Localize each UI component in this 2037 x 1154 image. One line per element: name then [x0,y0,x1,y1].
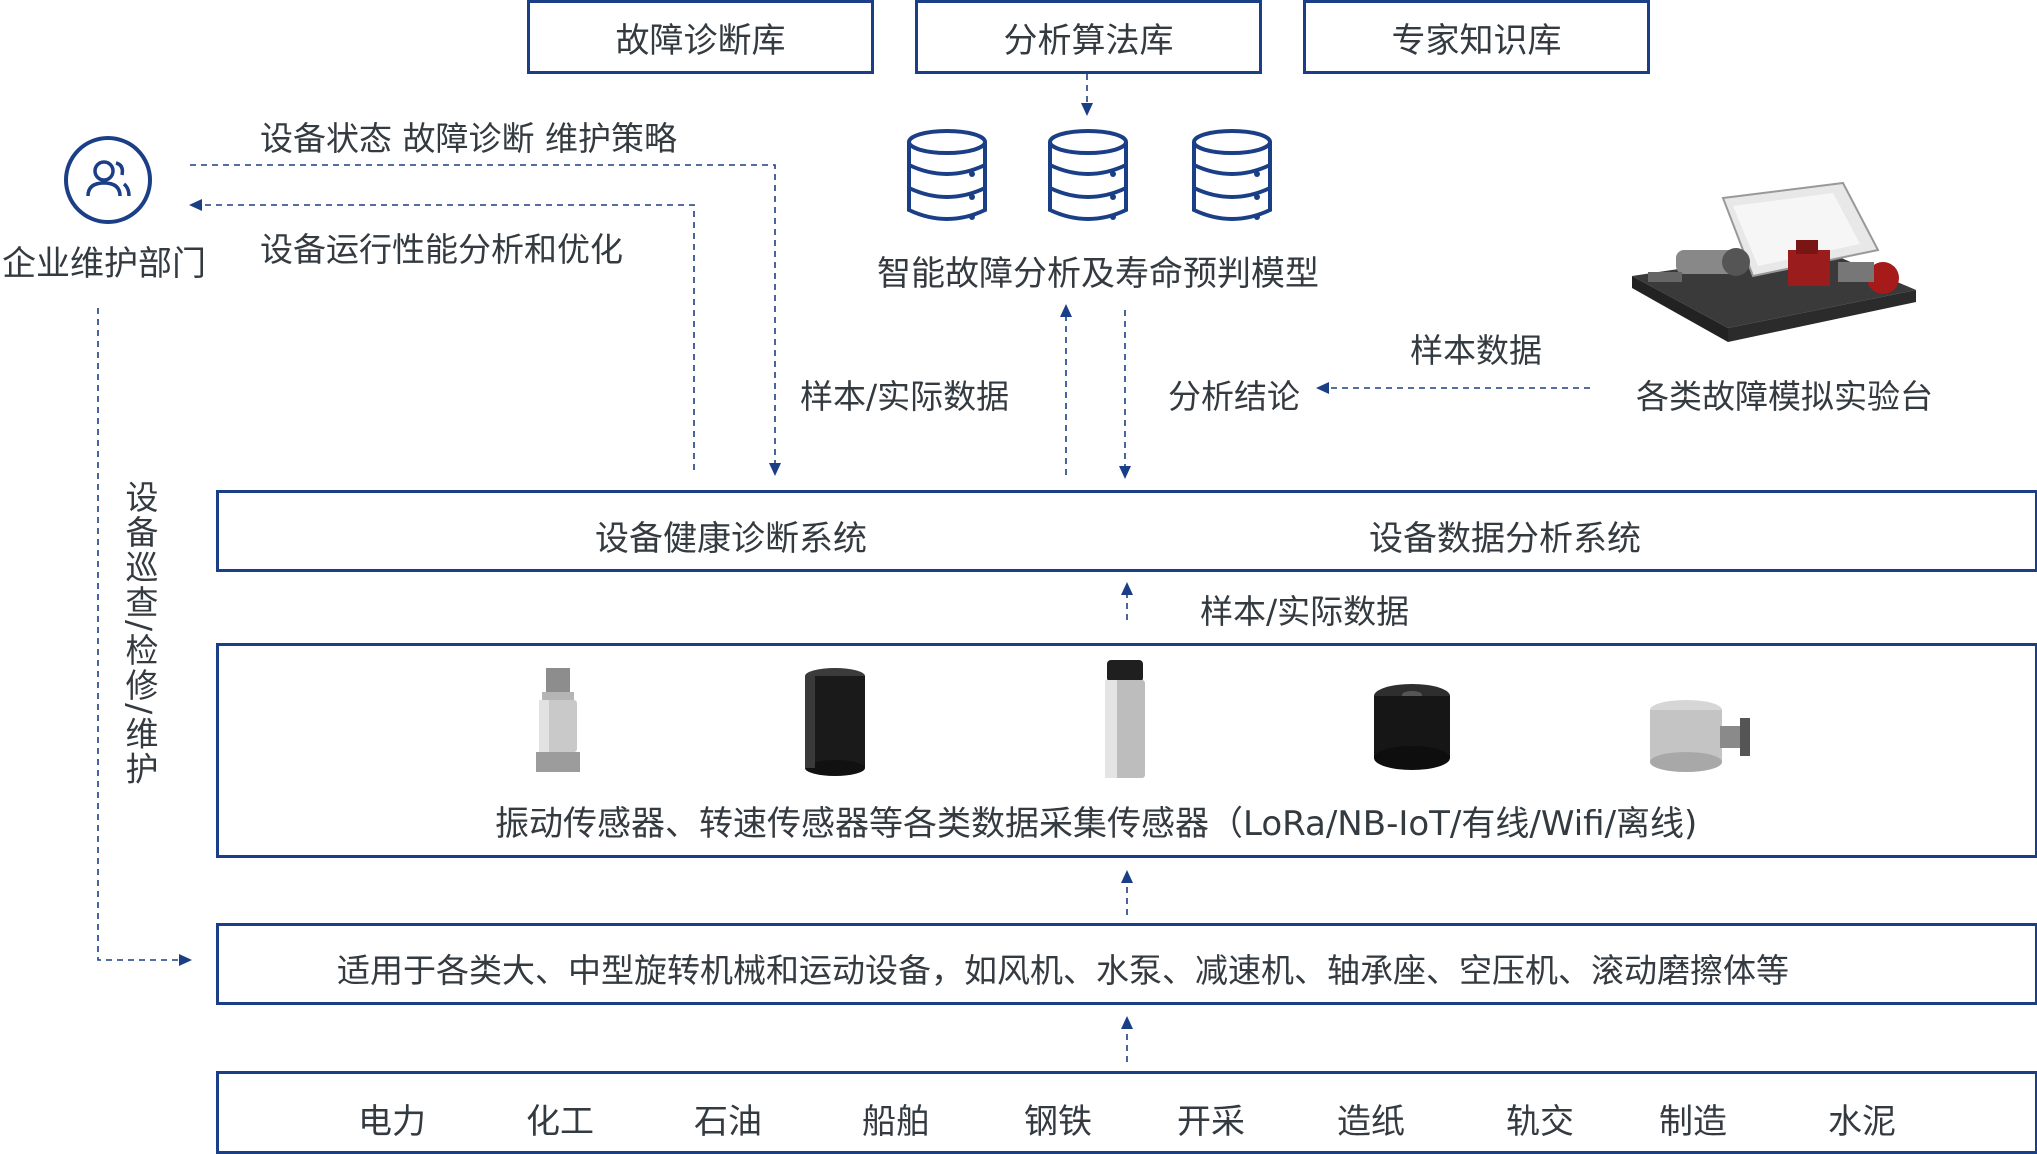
user-side-label: 设备巡查/检修/维护 [120,480,159,787]
industry-item: 开采 [1177,1102,1245,1142]
industry-item: 轨交 [1506,1102,1574,1142]
health-diagnosis-system: 设备健康诊断系统 [595,519,867,559]
fault-diagnosis-library-label: 故障诊断库 [615,20,786,61]
equipment-label: 适用于各类大、中型旋转机械和运动设备，如风机、水泵、减速机、轴承座、空压机、滚动… [337,951,1789,990]
sensor-image [526,664,590,780]
user-in-label: 设备运行性能分析和优化 [260,230,623,269]
industry-item: 石油 [694,1102,762,1142]
sensor-image [799,666,871,782]
industry-item: 化工 [526,1102,594,1142]
data-analysis-system: 设备数据分析系统 [1369,519,1641,559]
database-icon [1046,128,1130,228]
sensors-box: 振动传感器、转速传感器等各类数据采集传感器（LoRa/NB-IoT/有线/Wif… [216,643,2037,858]
sensor-image [1369,682,1455,778]
expert-knowledge-library-label: 专家知识库 [1391,20,1562,61]
expert-knowledge-library: 专家知识库 [1303,0,1650,74]
industry-item: 电力 [358,1102,426,1142]
testbench-image [1628,178,1920,360]
systems-box: 设备健康诊断系统 设备数据分析系统 [216,490,2037,572]
database-icon [1190,128,1274,228]
industry-item: 造纸 [1337,1102,1405,1142]
sample-real-data-mid: 样本/实际数据 [1200,592,1410,631]
database-icon [905,128,989,228]
fault-diagnosis-library: 故障诊断库 [527,0,874,74]
industry-item: 钢铁 [1024,1102,1092,1142]
sample-data-label: 样本数据 [1410,331,1542,370]
sensor-image [1099,658,1151,786]
industries-box [216,1071,2037,1154]
user-out-label: 设备状态 故障诊断 维护策略 [260,119,677,158]
testbench-label: 各类故障模拟实验台 [1636,377,1933,416]
analysis-conclusion-label: 分析结论 [1168,377,1300,416]
user-icon [62,134,154,226]
equipment-box: 适用于各类大、中型旋转机械和运动设备，如风机、水泵、减速机、轴承座、空压机、滚动… [216,923,2037,1005]
sensors-label: 振动传感器、转速传感器等各类数据采集传感器（LoRa/NB-IoT/有线/Wif… [495,804,1698,844]
user-label: 企业维护部门 [2,244,206,284]
industry-item: 船舶 [862,1102,930,1142]
analysis-algorithm-library-label: 分析算法库 [1003,20,1174,61]
sample-real-data-upper: 样本/实际数据 [800,377,1010,416]
analysis-algorithm-library: 分析算法库 [915,0,1262,74]
industry-item: 制造 [1659,1102,1727,1142]
industry-item: 水泥 [1828,1102,1896,1142]
sensor-image [1644,698,1754,782]
model-label: 智能故障分析及寿命预判模型 [877,254,1319,294]
